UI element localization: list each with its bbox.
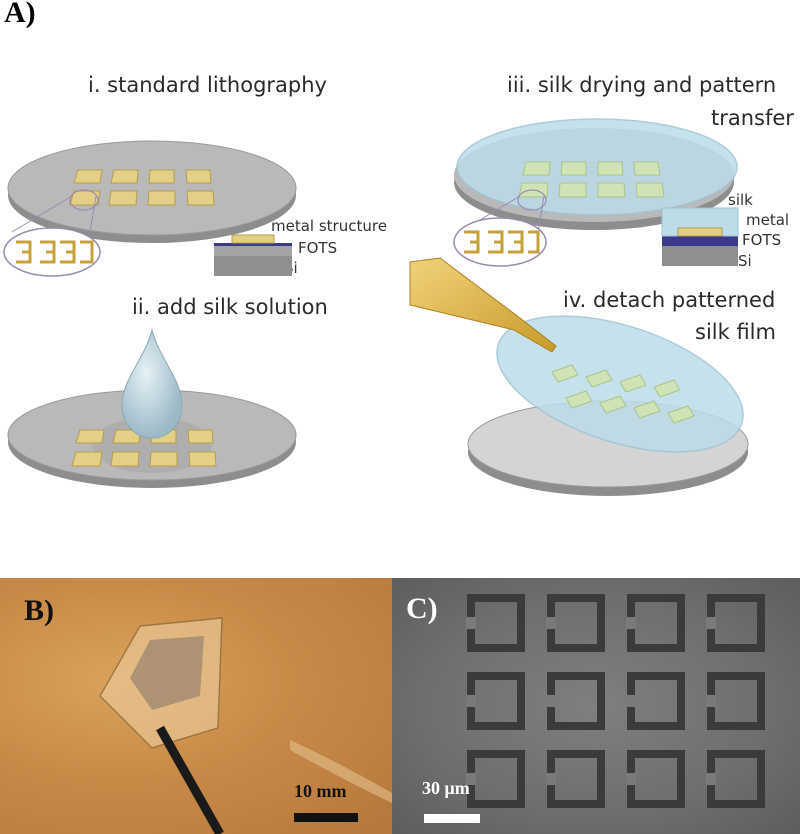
resonator-gap bbox=[466, 773, 476, 785]
resonator-gap bbox=[466, 695, 476, 707]
resonator-gap bbox=[546, 695, 556, 707]
split-ring-resonator bbox=[547, 750, 605, 808]
split-ring-resonator bbox=[467, 750, 525, 808]
panel-b-letter: B) bbox=[24, 594, 54, 627]
step-1-label: i. standard lithography bbox=[88, 73, 327, 97]
step-4-label-line2: silk film bbox=[695, 320, 776, 344]
scale-label-c: 30 μm bbox=[422, 778, 470, 798]
metal-pads-step-4 bbox=[551, 364, 695, 424]
resonator-gap bbox=[706, 773, 716, 785]
photo-c-drawing bbox=[466, 594, 765, 808]
resonator-gap bbox=[626, 617, 636, 629]
cross-section-right bbox=[661, 207, 739, 266]
step-2-label: ii. add silk solution bbox=[132, 295, 328, 319]
silk-drop bbox=[121, 328, 183, 439]
scale-bar-b bbox=[294, 813, 358, 822]
process-diagram bbox=[3, 118, 749, 496]
silk-label-right: silk bbox=[728, 191, 753, 209]
wafer-step-1 bbox=[3, 140, 297, 277]
wafer-step-3 bbox=[453, 118, 739, 267]
resonator-gap bbox=[626, 773, 636, 785]
resonator-gap bbox=[706, 617, 716, 629]
scale-label-b: 10 mm bbox=[294, 781, 347, 801]
split-ring-resonator bbox=[467, 594, 525, 652]
split-ring-resonator bbox=[707, 750, 765, 808]
metal-pads-step-1 bbox=[69, 169, 215, 206]
photo-silk-film: B) 10 mm bbox=[0, 578, 392, 834]
photo-b-drawing bbox=[99, 617, 392, 834]
split-ring-resonator bbox=[547, 594, 605, 652]
panel-c-letter: C) bbox=[406, 592, 438, 625]
cross-section-left bbox=[214, 234, 292, 276]
step-4-label-line1: iv. detach patterned bbox=[563, 288, 776, 312]
split-ring-resonator bbox=[627, 594, 685, 652]
wafer-step-2 bbox=[7, 328, 297, 488]
split-ring-resonator bbox=[707, 672, 765, 730]
si-label-right: Si bbox=[738, 252, 752, 270]
resonator-zoom-right bbox=[464, 230, 540, 254]
panel-a-letter: A) bbox=[4, 0, 36, 29]
split-ring-resonator bbox=[627, 672, 685, 730]
resonator-gap bbox=[466, 617, 476, 629]
resonator-gap bbox=[546, 773, 556, 785]
sem-micrograph: C) 30 μm bbox=[392, 578, 800, 834]
step-3-label-line1: iii. silk drying and pattern bbox=[507, 73, 777, 97]
split-ring-resonator bbox=[547, 672, 605, 730]
sem-resonator-array bbox=[466, 594, 765, 808]
wafer-step-4 bbox=[409, 257, 749, 496]
tweezer bbox=[409, 257, 557, 353]
fots-label-left: FOTS bbox=[298, 239, 338, 257]
split-ring-resonator bbox=[467, 672, 525, 730]
patterned-region bbox=[130, 636, 204, 710]
fots-label-right: FOTS bbox=[742, 231, 782, 249]
metal-pads-step-3 bbox=[518, 161, 665, 198]
split-ring-resonator bbox=[627, 750, 685, 808]
tweezer-tip bbox=[156, 725, 224, 834]
metal-pads-step-2 bbox=[71, 429, 217, 467]
resonator-gap bbox=[706, 695, 716, 707]
split-ring-resonator bbox=[707, 594, 765, 652]
metal-structure-label: metal structure bbox=[271, 217, 387, 235]
resonator-gap bbox=[626, 695, 636, 707]
scale-bar-c bbox=[424, 814, 480, 823]
resonator-gap bbox=[546, 617, 556, 629]
metal-label-right: metal bbox=[746, 211, 790, 229]
resonator-zoom-left bbox=[16, 240, 94, 264]
step-3-label-line2: transfer bbox=[711, 106, 794, 130]
